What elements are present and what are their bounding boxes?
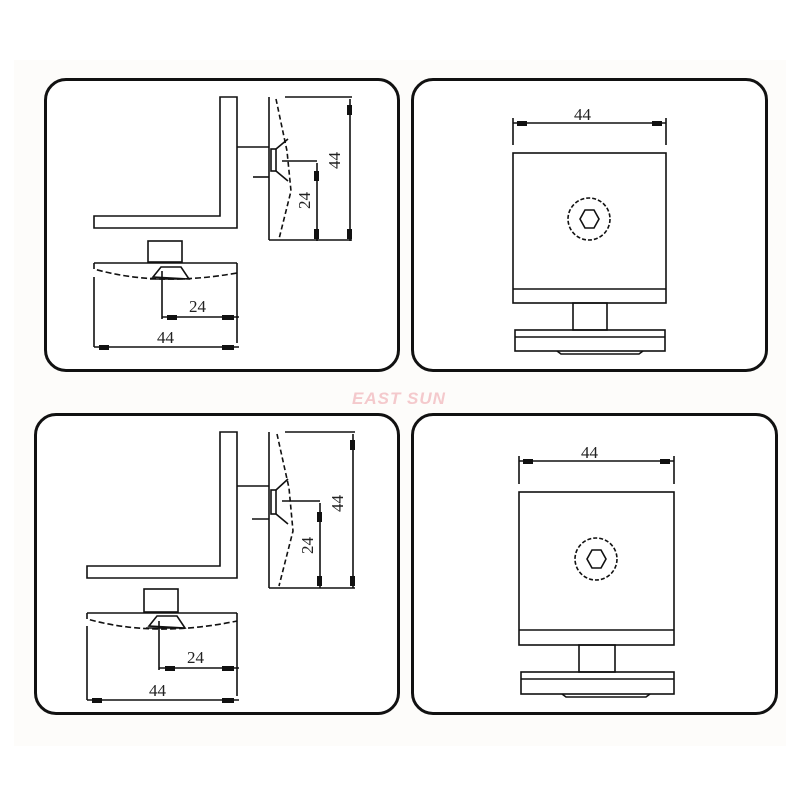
- dim-plate-width: 44: [581, 443, 599, 462]
- dim-base-width: 44: [157, 328, 175, 347]
- panel-side-view-top: 44 24 24 44: [44, 78, 400, 372]
- dim-plate-width: 44: [574, 105, 592, 124]
- watermark-text: EAST SUN: [352, 389, 446, 408]
- side-view-drawing: 44 24 24 44: [86, 431, 355, 703]
- dim-bolt-offset-horizontal: 24: [189, 297, 207, 316]
- dim-base-width: 44: [149, 681, 167, 700]
- side-view-drawing: 44 24 24 44: [93, 96, 352, 350]
- front-view-drawing: 44: [518, 443, 675, 698]
- dim-bolt-offset-vertical: 24: [298, 537, 317, 555]
- panel-front-view-top: 44: [411, 78, 768, 372]
- front-view-drawing: 44: [512, 105, 667, 355]
- dim-bracket-height: 44: [328, 495, 347, 513]
- panel-side-view-bottom: 44 24 24 44: [34, 413, 400, 715]
- dim-bolt-offset-vertical: 24: [295, 192, 314, 210]
- dim-bolt-offset-horizontal: 24: [187, 648, 205, 667]
- panel-front-view-bottom: 44: [411, 413, 778, 715]
- dim-bracket-height: 44: [325, 152, 344, 170]
